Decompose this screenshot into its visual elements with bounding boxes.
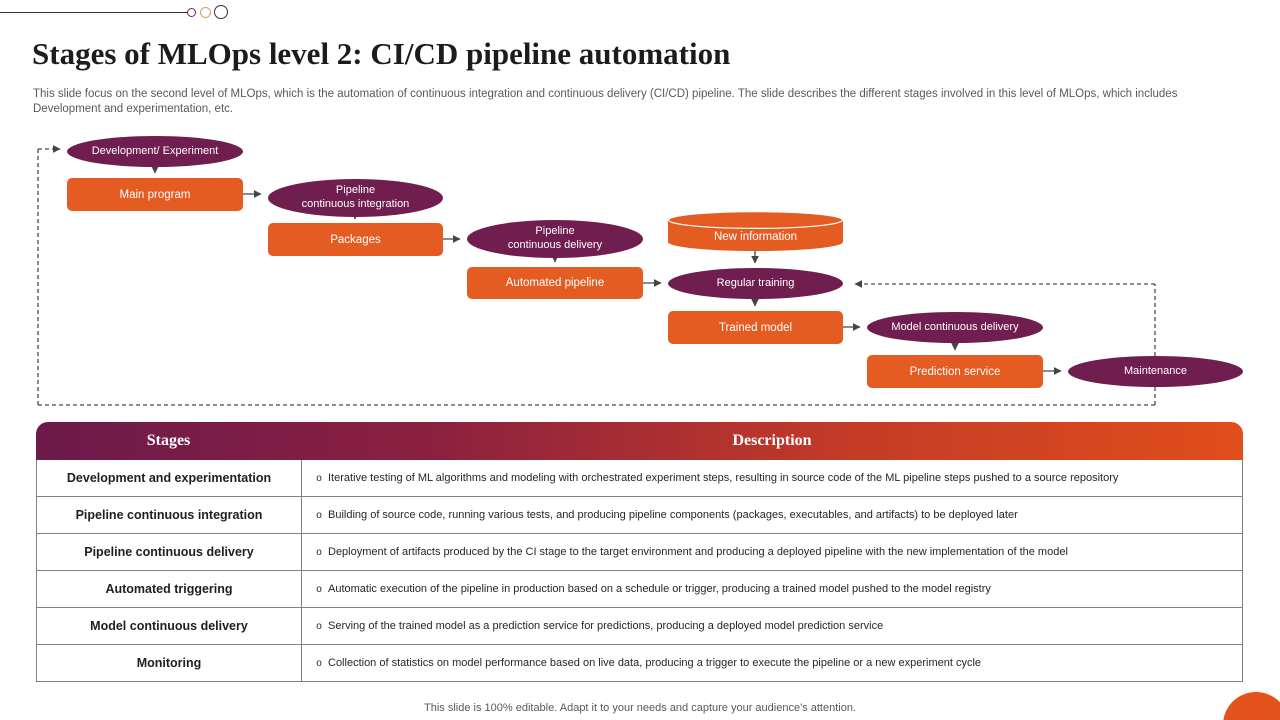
stage-cell: Pipeline continuous integration <box>37 497 302 533</box>
node-regular-training: Regular training <box>668 268 843 299</box>
description-cell: o Iterative testing of ML algorithms and… <box>302 460 1242 496</box>
bullet-marker: o <box>316 546 322 558</box>
table-row: Monitoring o Collection of statistics on… <box>36 645 1243 682</box>
slide-description: This slide focus on the second level of … <box>33 88 1178 116</box>
bullet-marker: o <box>316 509 322 521</box>
description-text: Deployment of artifacts produced by the … <box>328 546 1068 558</box>
description-cell: o Collection of statistics on model perf… <box>302 645 1242 681</box>
node-main-program: Main program <box>67 178 243 211</box>
node-new-information-label: New information <box>713 231 798 243</box>
node-new-information: New information <box>668 211 843 251</box>
description-cell: o Automatic execution of the pipeline in… <box>302 571 1242 607</box>
bullet-marker: o <box>316 657 322 669</box>
description-cell: o Deployment of artifacts produced by th… <box>302 534 1242 570</box>
bullet-marker: o <box>316 583 322 595</box>
node-development-experiment: Development/ Experiment <box>67 136 243 167</box>
stage-cell: Model continuous delivery <box>37 608 302 644</box>
node-trained-model: Trained model <box>668 311 843 344</box>
node-prediction-service: Prediction service <box>867 355 1043 388</box>
page-title: Stages of MLOps level 2: CI/CD pipeline … <box>32 36 731 71</box>
bullet-marker: o <box>316 472 322 484</box>
footer-note: This slide is 100% editable. Adapt it to… <box>424 702 856 714</box>
description-text: Building of source code, running various… <box>328 509 1018 521</box>
description-cell: o Serving of the trained model as a pred… <box>302 608 1242 644</box>
description-cell: o Building of source code, running vario… <box>302 497 1242 533</box>
table-row: Pipeline continuous integration o Buildi… <box>36 497 1243 534</box>
stage-cell: Development and experimentation <box>37 460 302 496</box>
stages-table: Stages Description Development and exper… <box>36 422 1243 682</box>
table-row: Pipeline continuous delivery o Deploymen… <box>36 534 1243 571</box>
table-header-row: Stages Description <box>36 422 1243 460</box>
cylinder-shape <box>668 211 843 251</box>
table-header-stages: Stages <box>146 432 191 449</box>
header-decor-circle-small <box>187 8 196 17</box>
header-decor-circle-large <box>214 5 228 19</box>
table-row: Model continuous delivery o Serving of t… <box>36 608 1243 645</box>
stage-cell: Monitoring <box>37 645 302 681</box>
bullet-marker: o <box>316 620 322 632</box>
stage-cell: Pipeline continuous delivery <box>37 534 302 570</box>
table-header-description: Description <box>732 432 812 449</box>
description-text: Collection of statistics on model perfor… <box>328 657 982 669</box>
table-row: Development and experimentation o Iterat… <box>36 460 1243 497</box>
description-text: Serving of the trained model as a predic… <box>328 620 884 632</box>
node-model-continuous-delivery: Model continuous delivery <box>867 312 1043 343</box>
node-packages: Packages <box>268 223 443 256</box>
header-decor-line <box>0 12 188 13</box>
node-automated-pipeline: Automated pipeline <box>467 267 643 299</box>
description-text: Automatic execution of the pipeline in p… <box>328 583 991 595</box>
node-maintenance: Maintenance <box>1068 356 1243 387</box>
table-row: Automated triggering o Automatic executi… <box>36 571 1243 608</box>
node-pipeline-continuous-integration: Pipeline continuous integration <box>268 179 443 217</box>
corner-accent-blob <box>1223 692 1280 720</box>
description-text: Iterative testing of ML algorithms and m… <box>328 472 1119 484</box>
header-decor-circle-medium <box>200 7 211 18</box>
node-pipeline-continuous-delivery: Pipeline continuous delivery <box>467 220 643 258</box>
stage-cell: Automated triggering <box>37 571 302 607</box>
